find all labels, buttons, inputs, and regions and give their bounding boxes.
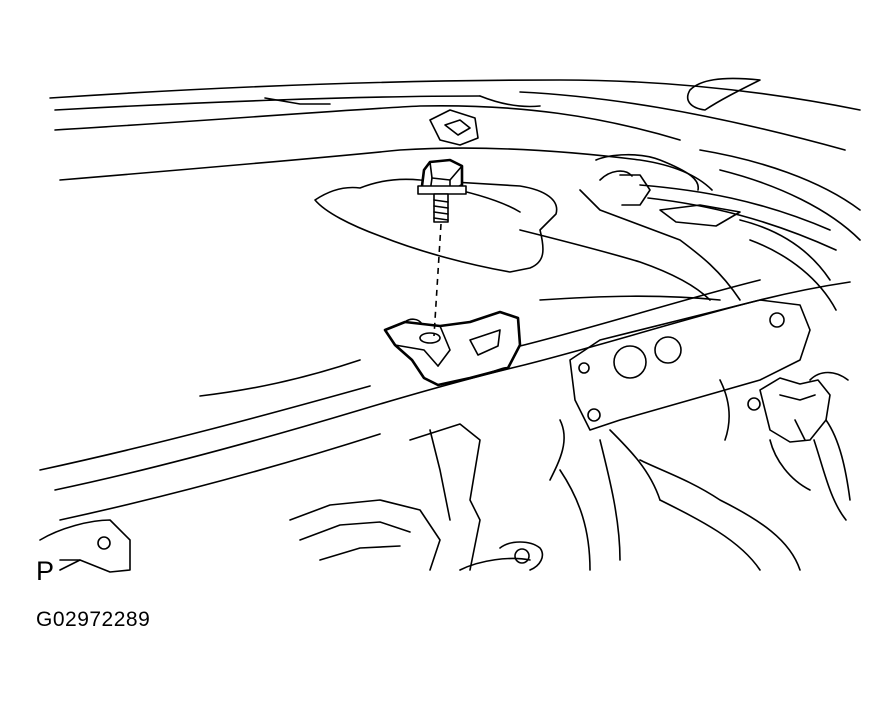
- lower-left-bracket: [39, 519, 131, 573]
- bolt: [417, 158, 467, 223]
- figure-code: G02972289: [36, 608, 151, 631]
- hood-outline: [49, 77, 861, 241]
- installation-guide-line: [433, 223, 442, 337]
- right-hose-assembly: [599, 170, 837, 311]
- body-panel-edges: [39, 279, 851, 521]
- hood-lock-bracket: [383, 310, 522, 387]
- view-label: P: [36, 556, 55, 586]
- lower-engine-components: [289, 419, 801, 571]
- side-bracket: [569, 299, 811, 501]
- wire-connector: [747, 371, 851, 521]
